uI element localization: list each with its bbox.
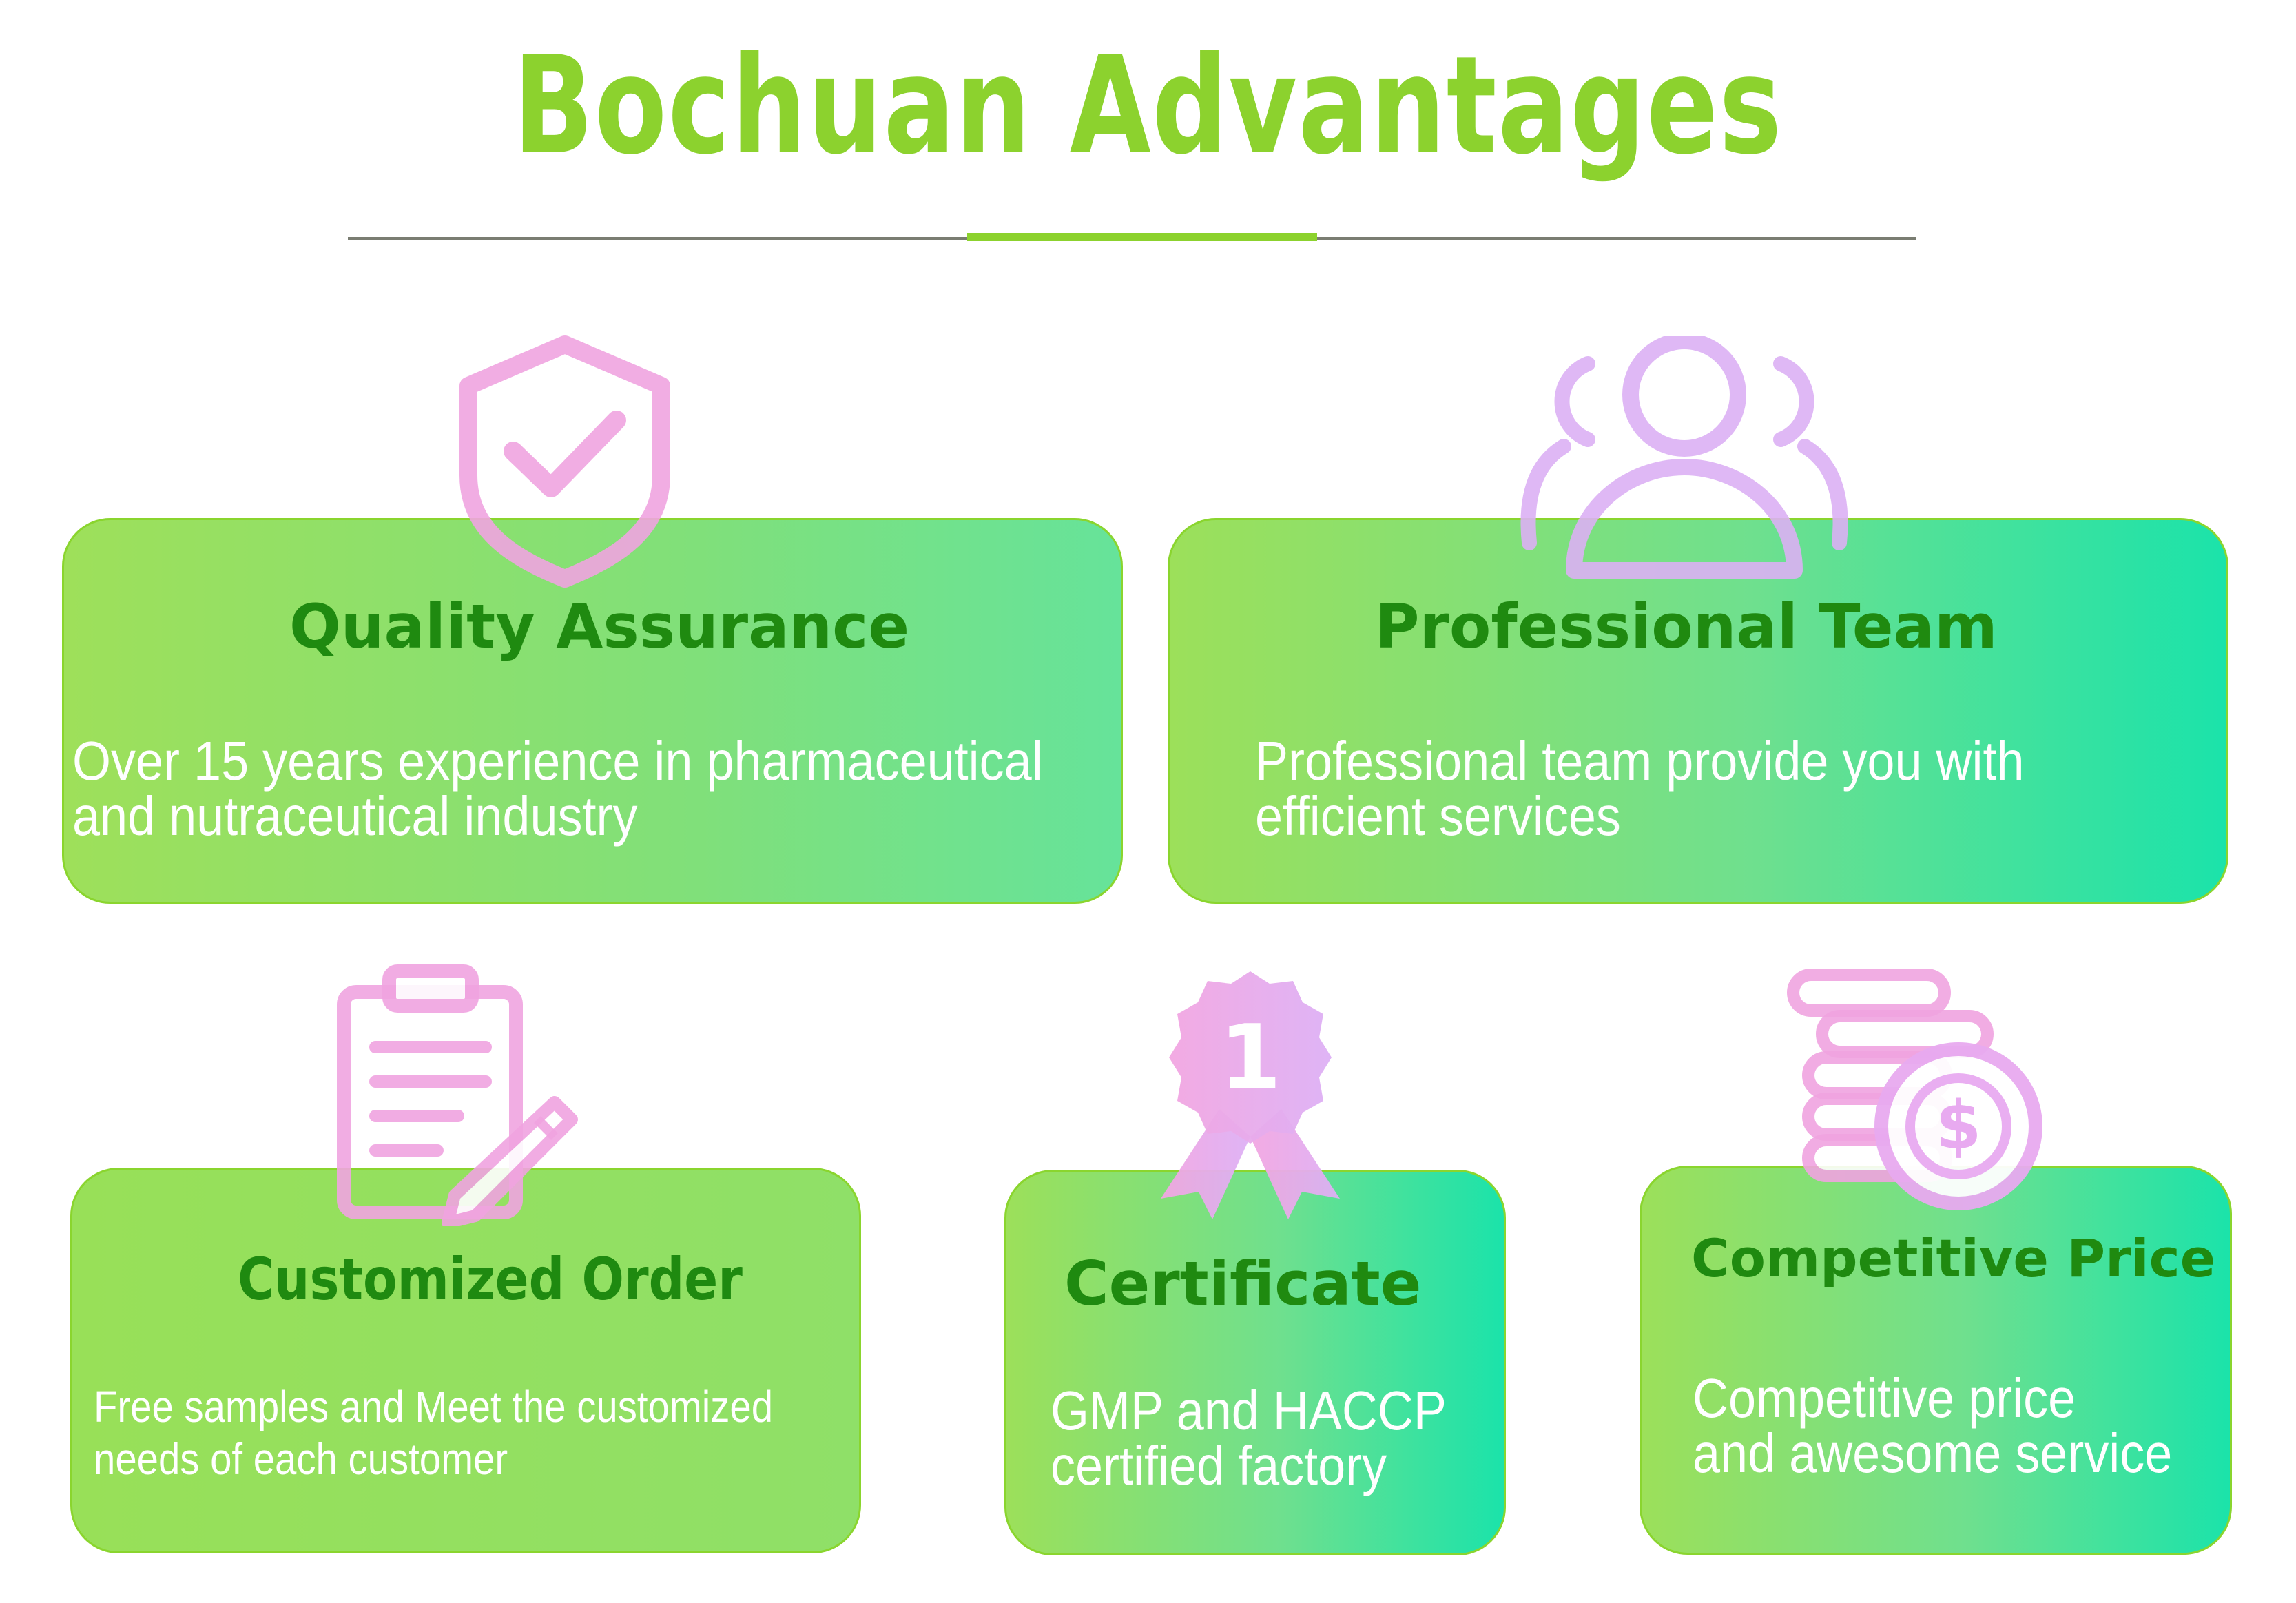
competitive-price-title: Competitive Price [1691, 1228, 2216, 1289]
badge-number: 1 [1219, 1005, 1281, 1110]
quality-assurance-card [62, 518, 1123, 904]
certificate-title: Certificate [1064, 1248, 1422, 1319]
page-title: Bochuan Advantages [513, 28, 1783, 185]
competitive-price-desc: Competitive price and awesome service [1693, 1367, 2173, 1484]
svg-text:$: $ [1936, 1087, 1982, 1164]
certificate-card [1004, 1170, 1506, 1555]
competitive-price-card [1640, 1166, 2232, 1555]
coins-dollar-icon: $ [1787, 969, 2042, 1210]
title-divider-accent [967, 233, 1317, 241]
clipboard-pencil-icon [337, 964, 578, 1226]
professional-team-card [1168, 518, 2228, 904]
team-icon [1520, 336, 1848, 579]
customized-order-desc: Free samples and Meet the customized nee… [94, 1382, 774, 1484]
award-badge-icon: 1 [1161, 971, 1340, 1219]
customized-order-card [70, 1168, 861, 1553]
professional-team-title: Professional Team [1375, 591, 1998, 662]
shield-check-icon [459, 335, 670, 588]
professional-team-desc: Professional team provide you with effic… [1255, 730, 2025, 847]
quality-assurance-desc: Over 15 years experience in pharmaceutic… [72, 730, 1043, 847]
quality-assurance-title: Quality Assurance [289, 591, 910, 662]
customized-order-title: Customized Order [238, 1245, 743, 1313]
certificate-desc: GMP and HACCP certified factory [1051, 1380, 1447, 1496]
